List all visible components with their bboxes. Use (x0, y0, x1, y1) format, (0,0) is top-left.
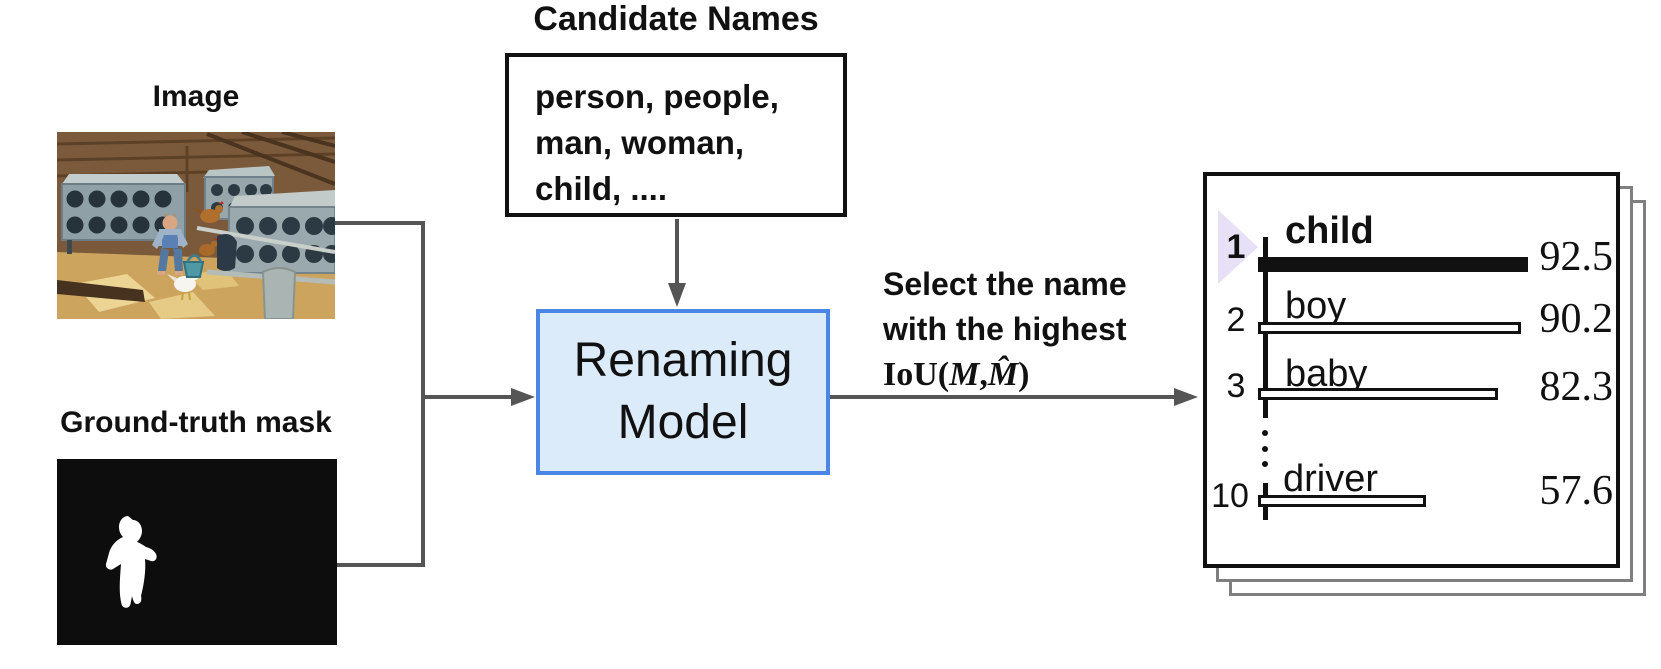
ellipsis-dot (1262, 446, 1268, 452)
row-label-boy: boy (1285, 285, 1347, 327)
candidate-line-2: man, woman, (535, 124, 745, 161)
hen-brown-mid (199, 238, 218, 256)
value-boy: 90.2 (1539, 296, 1614, 342)
value-driver: 57.6 (1539, 468, 1614, 514)
dark-figure (217, 234, 237, 271)
mask-image (57, 459, 337, 645)
rank-number-1: 1 (1226, 228, 1246, 266)
candidate-line-3: child, .... (535, 170, 668, 207)
select-line-2: with the highest (883, 311, 1127, 347)
rank-number-3: 3 (1226, 367, 1246, 405)
candidate-line-1: person, people, (535, 78, 779, 115)
image-photo-illustration (57, 132, 335, 319)
feed-sack (261, 267, 297, 319)
candidate-names-title: Candidate Names (533, 0, 819, 38)
value-baby: 82.3 (1539, 364, 1614, 410)
iou-formula: IoU(M,M̂) (883, 356, 1030, 393)
bar-child (1258, 257, 1528, 272)
rank-number-2: 2 (1226, 301, 1246, 339)
arrowhead-into-model-top (668, 283, 686, 307)
ellipsis-dot (1262, 430, 1268, 436)
image-label: Image (152, 80, 240, 113)
renaming-model-line1: Renaming (573, 334, 793, 387)
bar-driver (1258, 495, 1426, 507)
mask-label: Ground-truth mask (60, 406, 332, 439)
ground-truth-mask-illustration (57, 459, 337, 645)
arrowhead-into-ranking (1174, 388, 1198, 406)
value-child: 92.5 (1539, 234, 1614, 280)
barn-scene-illustration (57, 132, 335, 319)
select-name-annotation: Select the name with the highest IoU(M,M… (883, 262, 1127, 397)
arrowhead-into-model-left (511, 388, 535, 406)
ellipsis-dot (1262, 461, 1268, 467)
candidate-names-list: person, people, man, woman, child, .... (535, 74, 779, 212)
rank-number-10: 10 (1211, 477, 1249, 515)
select-line-1: Select the name (883, 266, 1127, 302)
renaming-model-box: Renaming Model (536, 309, 830, 475)
bar-baby (1258, 388, 1498, 400)
bar-boy (1258, 322, 1521, 334)
rank1-highlight-triangle (1218, 210, 1258, 284)
candidate-names-box (505, 53, 847, 217)
renaming-model-line2: Model (617, 396, 749, 449)
row-label-child: child (1285, 210, 1374, 252)
person-silhouette (105, 516, 157, 608)
row-label-driver: driver (1283, 458, 1379, 500)
hen-brown-on-rail (193, 201, 224, 223)
child-figure (152, 213, 205, 278)
